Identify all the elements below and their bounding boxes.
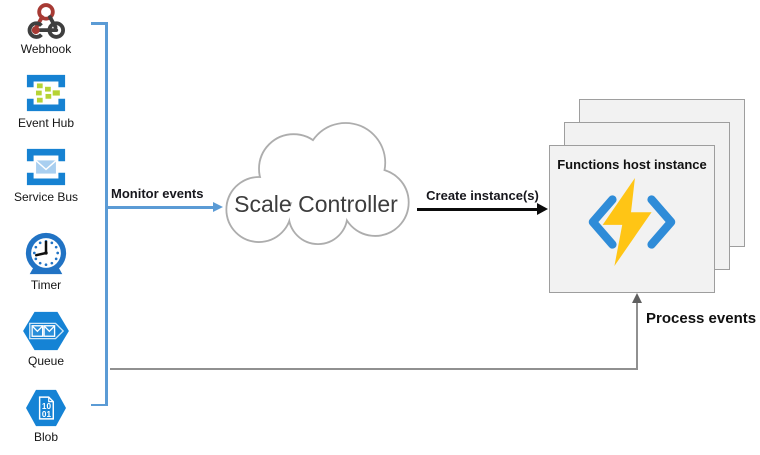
source-timer: Timer [0,230,92,292]
host-instance-title: Functions host instance [557,157,707,172]
webhook-icon [27,3,65,39]
scale-controller-cloud [225,122,410,245]
blob-icon: 10 01 [26,389,66,427]
create-instances-line [417,208,538,211]
source-blob: 10 01 Blob [0,388,92,444]
source-label: Event Hub [17,116,75,130]
source-label: Service Bus [13,190,79,204]
sources-bracket [105,22,108,406]
source-label: Blob [33,430,59,444]
event-hub-icon [26,74,66,112]
source-queue: Queue [0,310,92,368]
monitor-events-line [107,206,214,209]
service-bus-icon [26,148,66,186]
queue-icon [23,311,69,351]
host-instance-box-front: Functions host instance [549,145,715,293]
monitor-events-arrowhead [213,201,223,212]
process-events-vline [636,301,638,370]
sources-bracket-top-arm [91,22,105,25]
source-label: Timer [30,278,62,292]
sources-bracket-bottom-arm [91,403,105,406]
monitor-events-label: Monitor events [111,186,204,201]
timer-icon [25,232,67,275]
azure-functions-icon [588,178,676,266]
process-events-label: Process events [646,310,757,327]
svg-text:01: 01 [42,410,52,419]
source-webhook: Webhook [0,2,92,56]
source-label: Queue [27,354,65,368]
source-label: Webhook [20,42,72,56]
svg-text:10: 10 [42,402,52,411]
source-service-bus: Service Bus [0,146,92,204]
process-events-hline [110,368,638,370]
create-instances-arrowhead [537,203,548,215]
process-events-arrowhead [631,293,642,303]
scale-controller-label: Scale Controller [234,190,398,217]
source-event-hub: Event Hub [0,72,92,130]
create-instances-label: Create instance(s) [426,188,539,203]
